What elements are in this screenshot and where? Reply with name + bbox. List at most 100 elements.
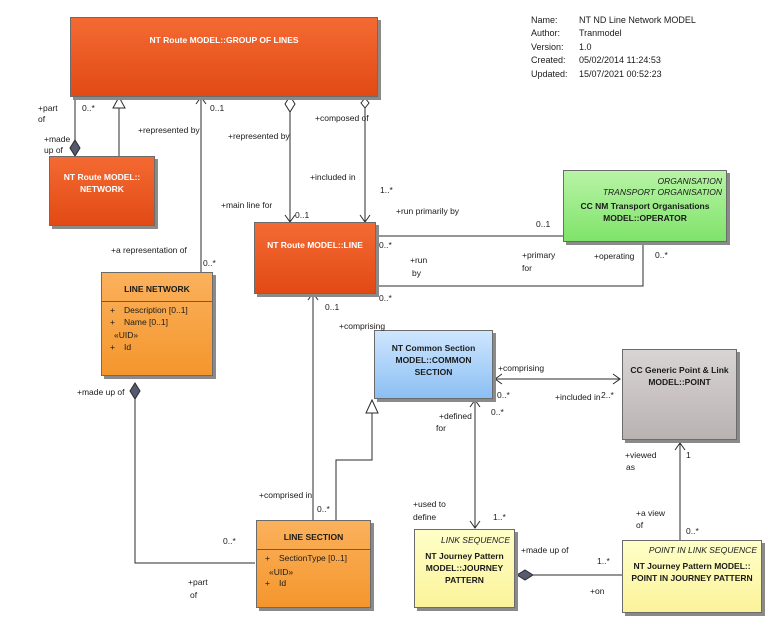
diagram-metadata: Name: NT ND Line Network MODEL Author: Tra… [531, 14, 696, 81]
attribute: Name [0..1] [124, 316, 168, 327]
role-label: +viewed [625, 450, 657, 460]
role-label: define [413, 512, 437, 522]
meta-value: Tranmodel [579, 28, 622, 39]
role-label: for [436, 423, 446, 433]
visibility: + [110, 305, 115, 315]
multiplicity-label: 1 [686, 450, 691, 460]
arrowhead [195, 96, 207, 105]
multiplicity-label: 0..1 [536, 219, 551, 229]
class-point-in-journey-pattern[interactable]: POINT IN LINK SEQUENCE NT Journey Patter… [622, 540, 762, 613]
arrowhead [494, 373, 503, 385]
class-title: NT Route MODEL::GROUP OF LINES [149, 35, 299, 45]
class-line-section[interactable]: LINE SECTION +SectionType [0..1] «UID» +… [256, 520, 371, 608]
multiplicity-label: 0..* [655, 250, 668, 260]
visibility: + [265, 553, 270, 563]
class-title: NT Route MODEL:: [63, 172, 141, 182]
class-title: LINE SECTION [283, 532, 344, 542]
arrowhead [469, 399, 481, 408]
arrowhead [469, 520, 481, 529]
class-title: CC Generic Point & Link [630, 365, 729, 375]
role-label: +composed of [315, 113, 369, 123]
role-label: +a representation of [111, 245, 187, 255]
class-journey-pattern[interactable]: LINK SEQUENCE NT Journey Pattern MODEL::… [414, 529, 515, 608]
meta-value: 1.0 [579, 41, 592, 52]
multiplicity-label: 0..* [317, 504, 330, 514]
role-label: +operating [594, 251, 635, 261]
role-label: by [412, 268, 421, 278]
composition-diamond [129, 382, 141, 400]
role-label: up of [44, 145, 63, 155]
role-label: +on [590, 586, 605, 596]
class-title: NT Route MODEL::LINE [267, 240, 363, 250]
class-common-section[interactable]: NT Common Section MODEL::COMMON SECTION [374, 330, 493, 399]
class-title: MODEL::OPERATOR [603, 213, 687, 223]
meta-key: Author: [531, 28, 561, 39]
role-label: +run [410, 255, 428, 265]
role-label: of [636, 520, 644, 530]
multiplicity-label: 0..* [82, 103, 95, 113]
composition-diamond [516, 569, 534, 581]
meta-key: Created: [531, 55, 566, 66]
attribute: Id [279, 578, 287, 588]
multiplicity-label: 1..* [597, 556, 610, 566]
multiplicity-label: 0..* [491, 407, 504, 417]
multiplicity-label: 0..1 [210, 103, 225, 113]
class-operator[interactable]: ORGANISATION TRANSPORT ORGANISATION CC N… [563, 170, 727, 242]
aggregation-diamond [360, 97, 370, 109]
role-label: +made [44, 134, 71, 144]
linesection-common-generalization [335, 413, 373, 520]
class-point[interactable]: CC Generic Point & Link MODEL::POINT [622, 349, 737, 440]
multiplicity-label: 1..* [493, 512, 506, 522]
role-label: +included in [310, 172, 356, 182]
generalization-triangle [365, 398, 379, 414]
class-title: NETWORK [80, 184, 124, 194]
class-group-of-lines[interactable]: NT Route MODEL::GROUP OF LINES [70, 17, 378, 97]
attribute-stereotype: «UID» [269, 566, 294, 577]
aggregation-diamond [284, 95, 296, 113]
arrowhead [612, 373, 621, 385]
role-label: +defined [439, 411, 472, 421]
class-title: MODEL::COMMON [395, 355, 472, 365]
generalization-triangle [112, 95, 126, 109]
role-label: +comprised in [259, 490, 313, 500]
attribute: Id [124, 341, 132, 352]
class-line[interactable]: NT Route MODEL::LINE [254, 222, 376, 294]
multiplicity-label: 0..1 [295, 210, 310, 220]
stereotype: LINK SEQUENCE [441, 535, 510, 545]
multiplicity-label: 0..* [379, 240, 392, 250]
attribute-stereotype: «UID» [114, 330, 139, 340]
meta-value: NT ND Line Network MODEL [579, 15, 696, 25]
visibility: + [110, 341, 115, 352]
multiplicity-label: 0..* [203, 258, 216, 268]
role-label: +comprising [339, 321, 386, 331]
stereotype: TRANSPORT ORGANISATION [602, 187, 722, 197]
role-label: +run primarily by [396, 206, 460, 216]
multiplicity-label: 0..1 [325, 302, 340, 312]
multiplicity-label: 0..* [686, 526, 699, 536]
class-network[interactable]: NT Route MODEL:: NETWORK [49, 156, 155, 226]
composition-diamond [69, 139, 81, 157]
class-title: NT Journey Pattern [425, 551, 504, 561]
meta-value: 15/07/2021 00:52:23 [579, 68, 662, 79]
role-label: +main line for [221, 200, 273, 210]
multiplicity-label: 1..* [380, 185, 393, 195]
class-title: PATTERN [445, 575, 484, 585]
linenetwork-linesection-link [134, 399, 255, 564]
attribute: Description [0..1] [124, 305, 188, 315]
role-label: +a view [636, 508, 666, 518]
role-label: +made up of [521, 545, 569, 555]
stereotype: POINT IN LINK SEQUENCE [648, 545, 757, 555]
meta-key: Version: [531, 41, 564, 52]
class-line-network[interactable]: LINE NETWORK + Description [0..1] + Name [… [101, 272, 213, 376]
visibility: + [265, 578, 270, 588]
role-label: +part [188, 577, 208, 587]
meta-key: Name: [531, 15, 558, 25]
class-title: MODEL::POINT [648, 377, 711, 387]
role-label: of [190, 590, 198, 600]
attribute-compartment: +SectionType [0..1] «UID» +Id [257, 549, 370, 590]
class-title: LINE NETWORK [124, 284, 190, 294]
multiplicity-label: 0..* [379, 293, 392, 303]
class-title: CC NM Transport Organisations [580, 201, 710, 211]
role-label: as [626, 462, 635, 472]
